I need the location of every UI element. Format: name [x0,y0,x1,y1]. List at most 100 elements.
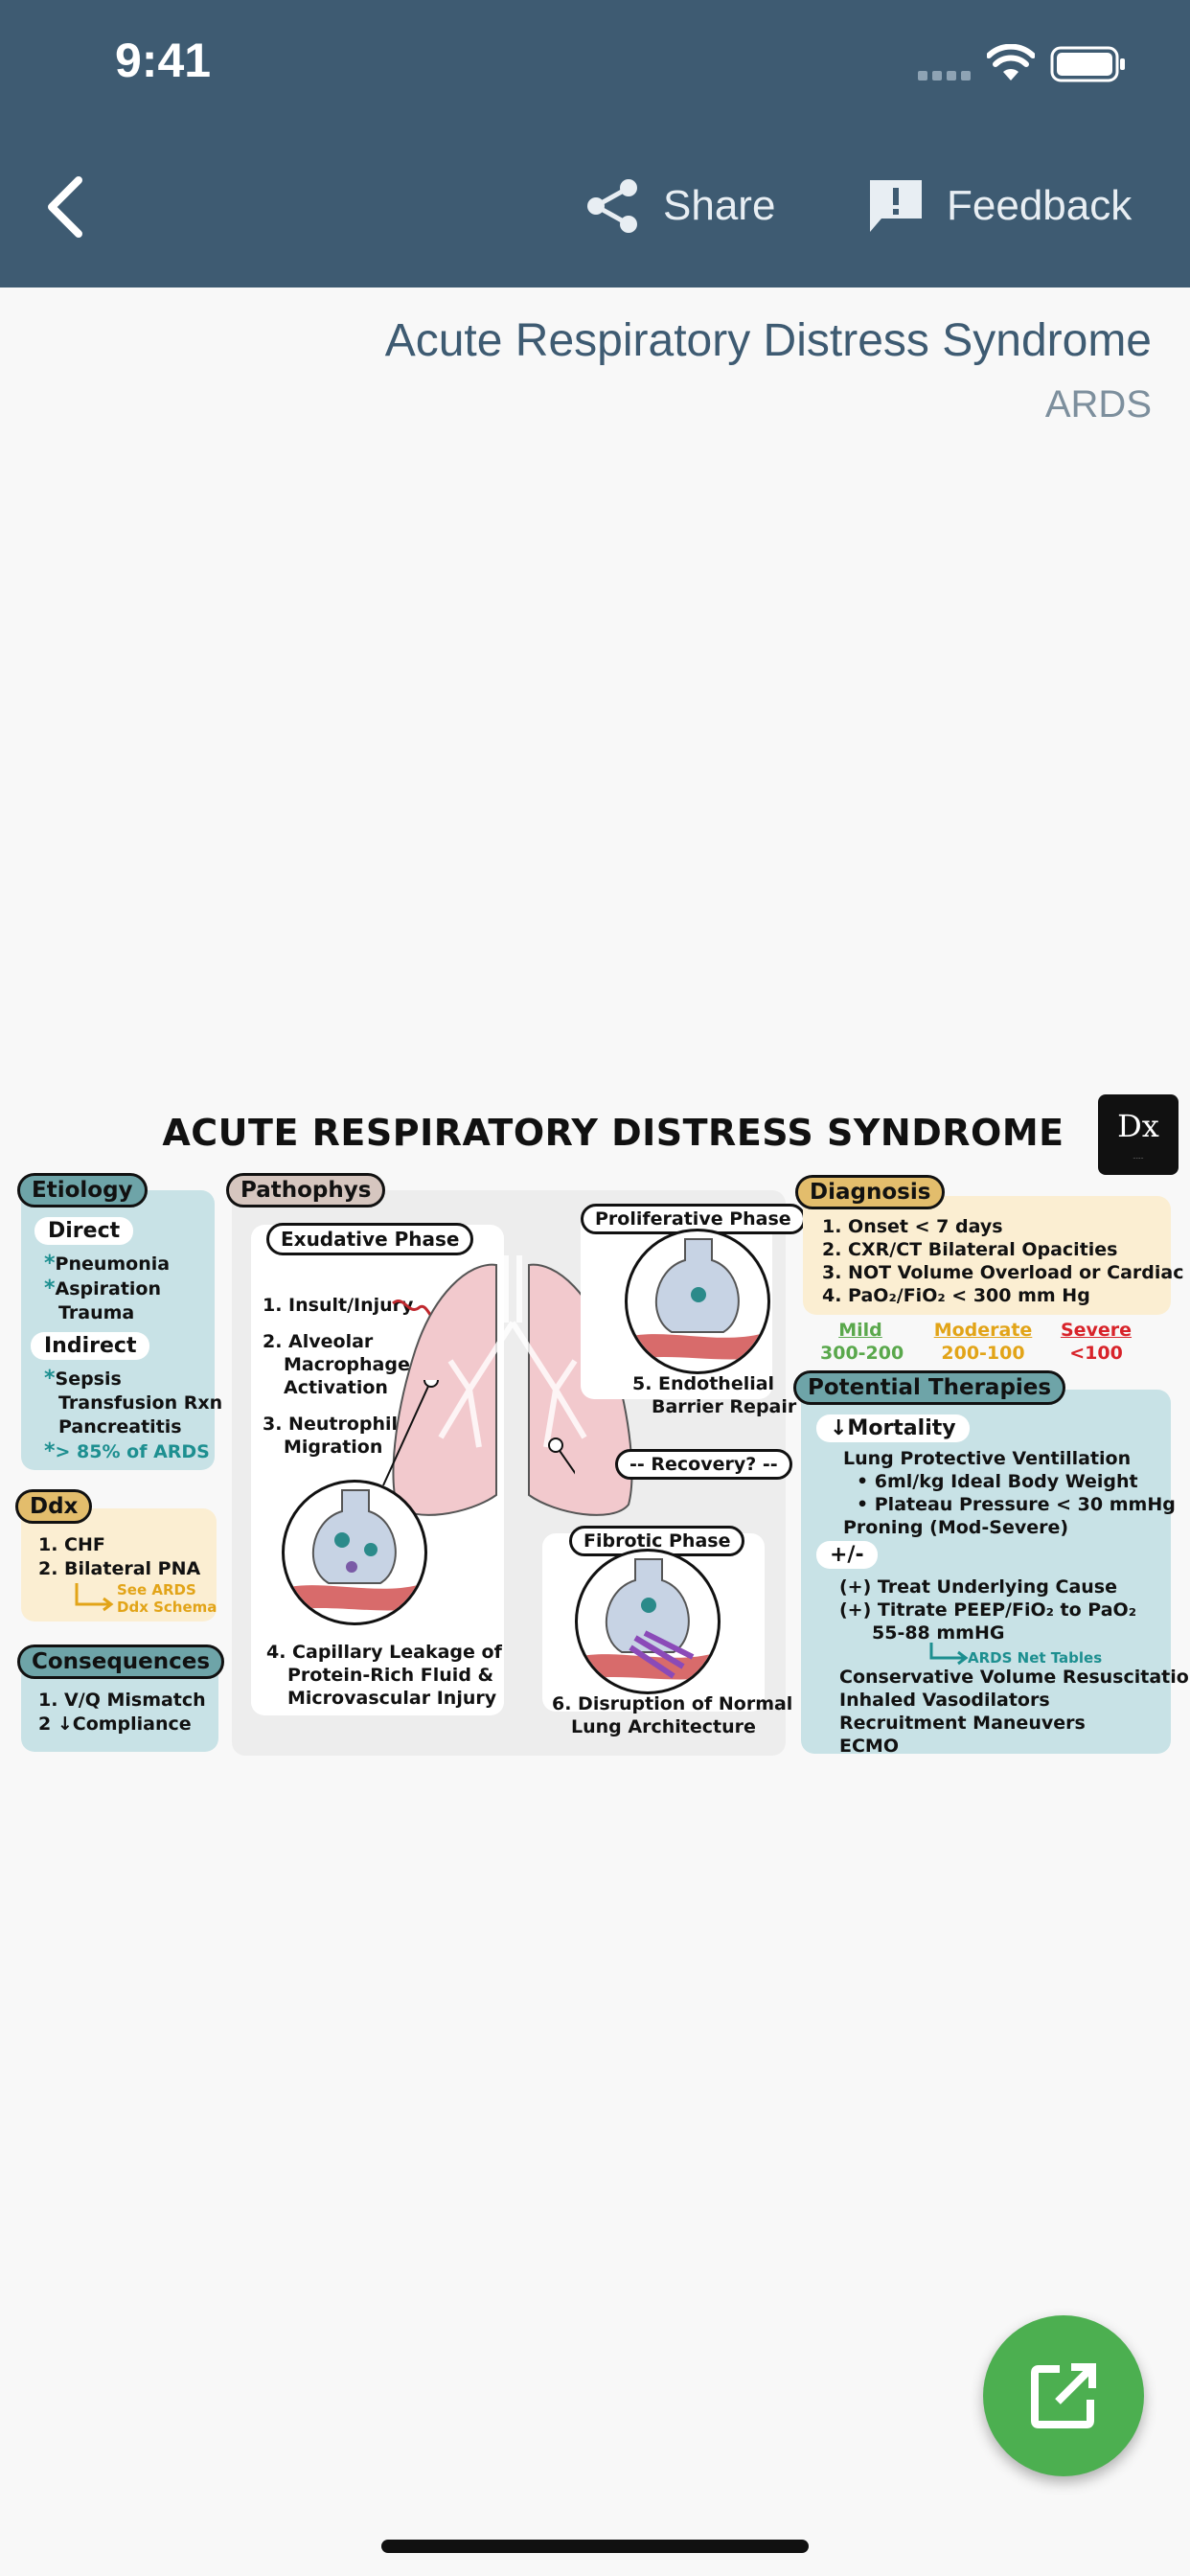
ddx-box [21,1508,217,1622]
consequence-item: 2 ↓Compliance [38,1714,192,1735]
direct-label: Direct [34,1217,134,1245]
share-icon [587,179,637,233]
logo-text: Dx [1117,1108,1159,1144]
share-button[interactable]: Share [583,163,775,249]
exudative-steps: 1. Insult/Injury 2. Alveolar Macrophage … [263,1294,413,1459]
diagnosis-box [803,1196,1171,1315]
etiology-item: Trauma [58,1302,135,1323]
plus-minus-label: +/- [816,1541,878,1569]
arrow-right-icon [929,1643,969,1666]
ddx-item: 1. CHF [38,1534,105,1555]
diagnosis-header: Diagnosis [795,1175,946,1209]
open-external-button[interactable] [983,2315,1144,2476]
severity-severe: Severe <100 [1056,1319,1136,1365]
star-icon: * [44,1439,56,1463]
battery-icon [1050,46,1125,82]
ards-infographic[interactable]: ACUTE RESPIRATORY DISTRESS SYNDROME Dx ·… [0,1083,1190,1773]
consequences-list: 1. V/Q Mismatch 2 ↓Compliance [38,1689,206,1736]
pathophys-step: 3. Neutrophil [263,1414,399,1435]
etiology-item: Pneumonia [55,1254,171,1275]
step5-line: 5. Endothelial [632,1373,775,1394]
page-subtitle: ARDS [1044,383,1152,426]
ddx-note-line: Ddx Schema [117,1598,217,1616]
step4-text: 4. Capillary Leakage of Protein-Rich Flu… [266,1641,502,1710]
step4-line: Protein-Rich Fluid & [287,1665,494,1686]
arrow-right-icon [75,1583,114,1612]
etiology-note: > 85% of ARDS [55,1441,210,1462]
consequences-header: Consequences [17,1644,225,1679]
fibrotic-alveolus-illustration [575,1549,721,1694]
consequence-item: 1. V/Q Mismatch [38,1690,206,1711]
severity-range: 200-100 [941,1343,1025,1364]
diagnosis-item: 3. NOT Volume Overload or Cardiac [822,1262,1184,1283]
severity-mild: Mild 300-200 [820,1319,904,1365]
ddx-list: 1. CHF 2. Bilateral PNA [38,1533,200,1581]
step5-line: Barrier Repair [652,1396,797,1417]
pathophys-step: Migration [284,1437,383,1458]
mortality-label: ↓Mortality [816,1414,970,1442]
step6-text: 6. Disruption of Normal Lung Architectur… [552,1692,792,1738]
step6-line: 6. Disruption of Normal [552,1693,793,1714]
recovery-label: -- Recovery? -- [615,1449,792,1480]
star-icon: * [44,1252,56,1276]
therapy-item: (+) Titrate PEEP/FiO₂ to PaO₂ [839,1599,1137,1621]
star-icon: * [44,1367,56,1391]
therapy-item: Lung Protective Ventillation [843,1448,1132,1469]
pathophys-header: Pathophys [226,1173,386,1208]
step5-text: 5. Endothelial Barrier Repair [632,1372,796,1418]
diagnosis-list: 1. Onset < 7 days 2. CXR/CT Bilateral Op… [822,1215,1184,1307]
therapies-header: Potential Therapies [793,1370,1066,1405]
infographic-title: ACUTE RESPIRATORY DISTRESS SYNDROME [162,1112,1064,1154]
etiology-direct-list: *Pneumonia *Aspiration Trauma [44,1252,170,1325]
ards-net-tables-link: ARDS Net Tables [968,1649,1103,1667]
back-button[interactable] [38,172,96,240]
exudative-phase-label: Exudative Phase [266,1223,474,1255]
ddx-note-line: See ARDS [117,1581,196,1598]
therapies-box [801,1390,1171,1754]
chevron-left-icon [48,176,82,238]
therapy-item: (+) Treat Underlying Cause [839,1576,1118,1598]
diagnosis-item: 1. Onset < 7 days [822,1216,1003,1237]
severity-moderate: Moderate 200-100 [933,1319,1033,1365]
severity-range: <100 [1069,1343,1123,1364]
etiology-item: Pancreatitis [58,1416,182,1438]
etiology-item: Sepsis [55,1368,122,1390]
diagnosis-item: 2. CXR/CT Bilateral Opacities [822,1239,1118,1260]
therapy-item: ECMO [839,1736,899,1757]
other-therapies-list: Conservative Volume Resuscitation Inhale… [839,1666,1190,1758]
home-indicator[interactable] [381,2540,809,2553]
therapy-item: Inhaled Vasodilators [839,1690,1050,1711]
therapy-item: • Plateau Pressure < 30 mmHg [857,1494,1176,1515]
share-label: Share [663,182,776,229]
ddx-item: 2. Bilateral PNA [38,1558,201,1579]
app-header: 9:41 Share Feedback [0,0,1190,288]
therapy-item: • 6ml/kg Ideal Body Weight [857,1471,1138,1492]
plus-minus-list: (+) Treat Underlying Cause (+) Titrate P… [839,1576,1136,1644]
pathophys-step: Activation [284,1377,388,1398]
therapy-item: 55-88 mmHG [872,1622,1005,1644]
status-time: 9:41 [115,34,212,87]
etiology-item: Transfusion Rxn [58,1392,223,1414]
therapy-item: Recruitment Maneuvers [839,1713,1086,1734]
severity-label: Moderate [933,1320,1033,1341]
therapy-item: Proning (Mod-Severe) [843,1517,1069,1538]
logo-tagline-graphic: ······· [1133,1156,1144,1162]
etiology-item: Aspiration [55,1278,162,1300]
etiology-indirect-list: *Sepsis Transfusion Rxn Pancreatitis *> … [44,1367,222,1464]
connector-lines [382,1380,575,1486]
wifi-icon [987,44,1035,80]
dx-logo: Dx ······· [1098,1094,1179,1175]
signal-icon [918,71,971,80]
feedback-icon [870,180,922,232]
indirect-label: Indirect [31,1332,150,1360]
step4-line: 4. Capillary Leakage of [266,1642,502,1663]
therapy-item: Conservative Volume Resuscitation [839,1667,1190,1688]
etiology-header: Etiology [17,1173,148,1208]
ddx-header: Ddx [15,1489,93,1524]
feedback-label: Feedback [947,182,1133,229]
pathophys-step: Macrophage [284,1354,410,1375]
step6-line: Lung Architecture [571,1716,756,1737]
feedback-button[interactable]: Feedback [866,163,1132,249]
pathophys-step: 2. Alveolar [263,1331,374,1352]
exudative-alveolus-illustration [282,1480,427,1625]
